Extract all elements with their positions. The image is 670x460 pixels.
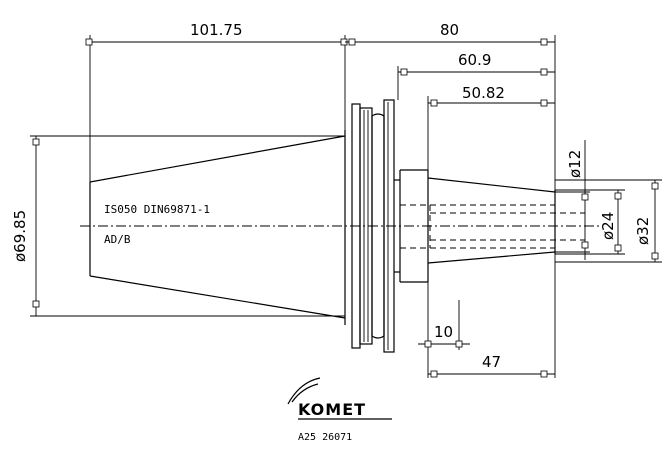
dim-taper-length: 101.75 <box>190 21 243 39</box>
note-standard: IS050 DIN69871-1 <box>104 203 210 216</box>
flange <box>351 99 395 353</box>
taper-diameter-dimension <box>30 135 345 317</box>
dimension-lines <box>85 35 556 190</box>
dim-taper-diameter: ø69.85 <box>11 210 29 262</box>
internal-bore <box>400 204 585 249</box>
logo-arc-icon <box>287 377 321 405</box>
bottom-dimensions <box>418 254 556 378</box>
dim-diameter-24: ø24 <box>599 212 617 240</box>
note-form: AD/B <box>104 233 131 246</box>
dim-min-clamp: 47 <box>482 353 501 371</box>
dim-diameter-32: ø32 <box>634 217 652 245</box>
taper-body <box>89 130 346 325</box>
dim-flange-to-end: 60.9 <box>458 51 491 69</box>
komet-logo: KOMET <box>287 377 392 420</box>
shank <box>394 169 556 283</box>
dim-bore-depth: 10 <box>434 323 453 341</box>
dim-total-right: 80 <box>440 21 459 39</box>
part-number: A25 26071 <box>298 432 352 443</box>
brand-name: KOMET <box>298 400 366 419</box>
right-diameter-dimensions <box>555 140 662 263</box>
dim-shank-length: 50.82 <box>462 84 505 102</box>
dim-diameter-12: ø12 <box>566 150 584 178</box>
